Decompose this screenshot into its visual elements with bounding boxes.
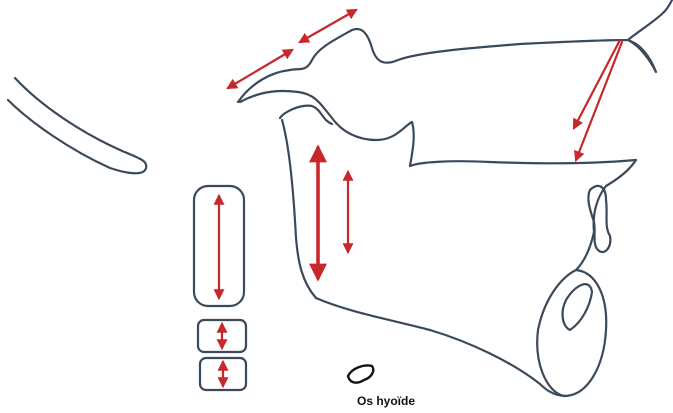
hyoid-bone-label: Os hyoïde	[357, 394, 415, 408]
nasal-tip-outline	[628, 40, 656, 72]
measurement-arrow-nasal-1	[574, 40, 620, 128]
inner-fold-outline	[563, 284, 592, 330]
hyoid-bone-shape	[348, 365, 373, 382]
upper-left-curve-outline	[8, 78, 146, 173]
oropharynx-outline	[280, 106, 332, 298]
upper-airway-outline	[238, 0, 672, 102]
palate-lower-outline	[240, 91, 414, 166]
measurement-arrow-palate-1	[228, 50, 292, 88]
measurement-arrow-nasal-2	[576, 42, 622, 160]
measurement-arrow-palate-2	[300, 10, 356, 42]
